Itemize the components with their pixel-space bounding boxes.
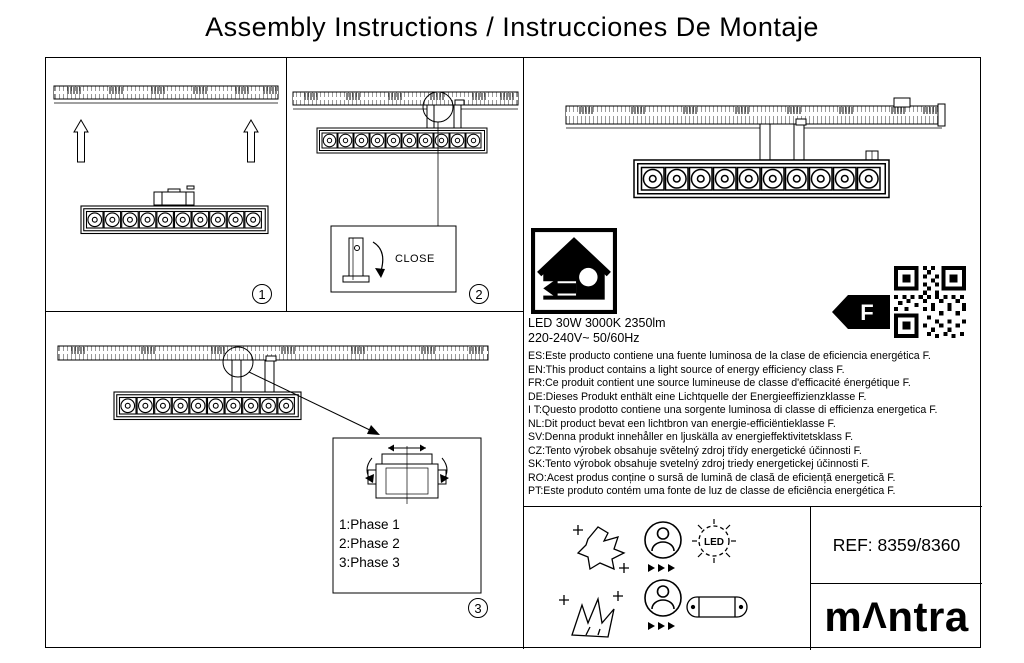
phase-line: 1:Phase 1: [339, 517, 400, 532]
track-light-fixture: [81, 185, 268, 234]
control-gear-icon: [686, 596, 748, 618]
track-light-fixture: [634, 150, 889, 198]
safety-icons-zone: LED: [524, 507, 811, 650]
close-detail-box: [330, 225, 457, 293]
step-1-panel: 1: [46, 58, 287, 312]
lamp-spec-line: LED 30W 3000K 2350lm: [528, 316, 666, 330]
brand-logo-caret: Λ: [862, 595, 888, 636]
phase-line: 3:Phase 3: [339, 555, 400, 570]
energy-class-letter: F: [860, 300, 873, 325]
step-3-diagram: [57, 345, 489, 594]
step-1-diagram: [53, 85, 279, 311]
right-column: LED 30W 3000K 2350lm 220-240V~ 50/60Hz F…: [524, 58, 982, 650]
track-light-fixture: [317, 128, 487, 153]
step-number-badge: 3: [468, 598, 488, 618]
track-live-end: [893, 97, 911, 108]
led-module-icon: LED: [692, 519, 736, 563]
language-line: ES:Este producto contiene una fuente lum…: [528, 350, 931, 362]
page-title: Assembly Instructions / Instrucciones De…: [205, 12, 819, 42]
forward-triangles-icon: [648, 564, 675, 572]
close-label: CLOSE: [395, 253, 435, 265]
phase-line: 2:Phase 2: [339, 536, 400, 551]
language-line: DE:Dieses Produkt enthält eine Lichtquel…: [528, 390, 867, 403]
language-line: PT:Este produto contém uma fonte de luz …: [528, 485, 896, 497]
language-line: CZ:Tento výrobek obsahuje světelný zdroj…: [528, 444, 862, 457]
service-person-icon: [644, 521, 682, 559]
step-3-panel: 1:Phase 1 2:Phase 2 3:Phase 3 3: [46, 312, 524, 649]
instruction-sheet: 1: [45, 57, 982, 650]
brand-logo-rest: ntra: [887, 593, 969, 640]
footer-section: LED: [524, 506, 982, 650]
magnifier-circle: [222, 346, 254, 378]
language-line: FR:Ce produit contient une source lumine…: [528, 377, 911, 389]
leader-arrow: [248, 371, 375, 433]
track-light-fixture: [114, 392, 301, 420]
language-list: ES:Este producto contiene una fuente lum…: [528, 350, 937, 499]
track: [53, 85, 279, 104]
product-diagram: [565, 97, 946, 228]
step-number-badge: 2: [469, 284, 489, 304]
track: [292, 91, 519, 110]
track-adapter: [759, 118, 807, 161]
energy-class-arrow: F: [832, 295, 890, 329]
phase-detail-box: [332, 437, 482, 594]
step-2-diagram: [292, 91, 519, 293]
up-arrow: [243, 119, 259, 163]
language-line: SK:Tento výrobok obsahuje svetelný zdroj…: [528, 458, 870, 470]
safety-icons: LED: [559, 519, 748, 638]
brand-logo-m: m: [824, 593, 863, 640]
track: [565, 97, 946, 129]
reference-number: REF: 8359/8360: [811, 507, 982, 584]
crushed-lamp-icon: [573, 525, 629, 573]
step-2-panel: CLOSE 2: [287, 58, 524, 312]
forward-triangles-icon: [648, 622, 675, 630]
language-line: EN:This product contains a light source …: [528, 363, 845, 376]
broken-glass-icon: [559, 591, 623, 638]
language-line: SV:Denna produkt innehåller en ljuskälla…: [528, 431, 854, 443]
up-arrow: [73, 119, 89, 163]
language-line: NL:Dit product bevat een lichtbron van e…: [528, 417, 836, 430]
step-number-badge: 1: [252, 284, 272, 304]
service-person-icon: [644, 579, 682, 617]
phase-labels: 1:Phase 1 2:Phase 2 3:Phase 3: [339, 515, 400, 572]
qr-code: [892, 264, 968, 340]
track-end-cap: [937, 103, 946, 127]
language-line: RO:Acest produs conține o sursă de lumin…: [528, 471, 896, 484]
replaceable-light-source-icon: [531, 228, 617, 314]
led-label: LED: [704, 537, 724, 548]
language-line: I T:Questo prodotto contiene una sorgent…: [528, 404, 938, 416]
voltage-spec-line: 220-240V~ 50/60Hz: [528, 331, 640, 345]
